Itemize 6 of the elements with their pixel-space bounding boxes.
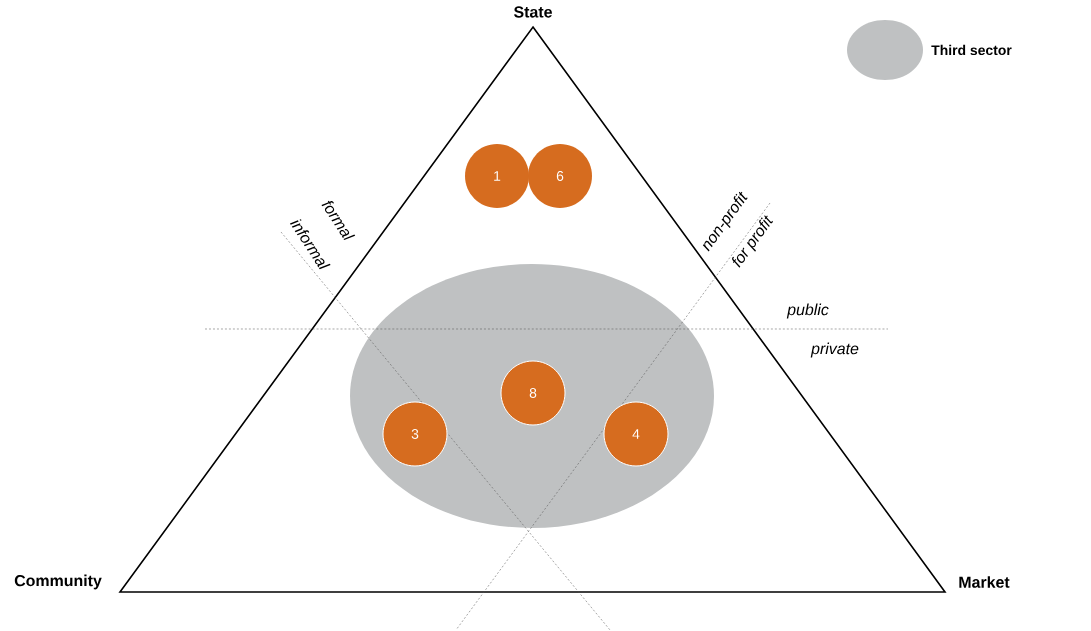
region-label: private [810, 342, 859, 358]
corner-label: Community [14, 574, 102, 590]
legend-label: Third sector [931, 44, 1012, 56]
corner-label: Market [959, 576, 1010, 588]
region-label: public [786, 303, 829, 319]
corner-label: State [513, 6, 552, 18]
